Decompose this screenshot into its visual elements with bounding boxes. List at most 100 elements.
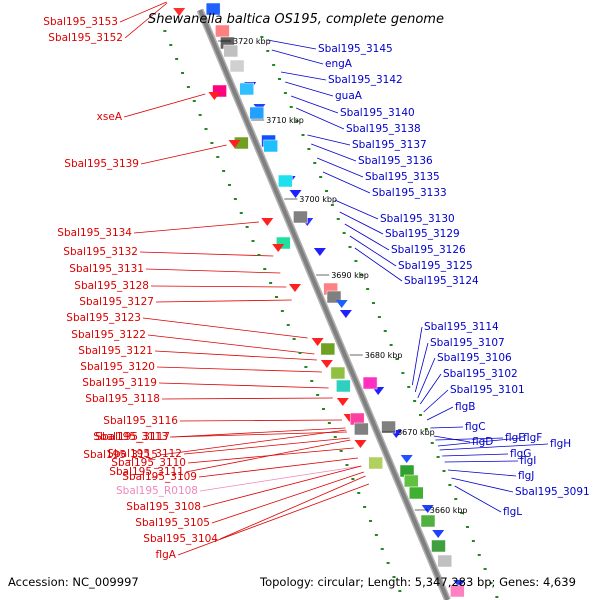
- gene-label: flgJ: [518, 470, 534, 482]
- accession-text: Accession: NC_009997: [8, 575, 139, 589]
- track-dot-right: [442, 470, 446, 472]
- track-dot-left: [275, 296, 279, 298]
- gene-arrow: [313, 248, 326, 256]
- track-dot-right: [301, 134, 305, 136]
- track-dot-left: [204, 128, 208, 130]
- kbp-label: 3690 kbp: [331, 271, 369, 280]
- leader-line: [417, 357, 436, 399]
- leader-line: [271, 49, 324, 65]
- gene-label: Sbal195_3135: [365, 171, 440, 183]
- gene-label: flgG: [510, 448, 531, 460]
- leader-line: [435, 437, 504, 441]
- gene-label: Sbal195_3132: [63, 246, 138, 258]
- track-dot-right: [495, 596, 499, 598]
- leader-line: [316, 157, 364, 178]
- gene-block: [450, 584, 465, 598]
- gene-label: Sbal195_3124: [404, 275, 479, 287]
- track-dot-left: [198, 114, 202, 116]
- gene-label: flgA: [156, 549, 177, 561]
- right-gene-labels: Sbal195_3145engASbal195_3142guaASbal195_…: [318, 43, 590, 518]
- leader-line: [285, 81, 334, 97]
- track-dot-left: [292, 338, 296, 340]
- track-dot-right: [272, 64, 276, 66]
- gene-label: flgL: [503, 506, 522, 518]
- track-dot-right: [336, 218, 340, 220]
- track-dot-right: [348, 246, 352, 248]
- gene-label: flgD: [472, 436, 493, 448]
- track-dot-right: [483, 568, 487, 570]
- leader-line: [211, 471, 364, 524]
- track-dot-left: [192, 100, 196, 102]
- leader-line: [155, 299, 292, 303]
- track-dot-right: [448, 484, 452, 486]
- leader-line: [419, 373, 442, 405]
- track-dot-left: [280, 310, 284, 312]
- track-dot-right: [389, 344, 393, 346]
- gene-label: Sbal195_3105: [135, 517, 210, 529]
- left-gene-labels: Sbal195_3153Sbal195_3152xseASbal195_3139…: [43, 16, 218, 561]
- gene-arrow: [453, 580, 466, 588]
- track-dot-left: [310, 380, 314, 382]
- leader-line: [161, 397, 333, 400]
- leader-line: [280, 71, 327, 81]
- track-dot-left: [333, 436, 337, 438]
- leader-line: [322, 171, 371, 194]
- gene-label: Sbal195_3138: [346, 123, 421, 135]
- track-dot-right: [283, 92, 287, 94]
- gene-label: Sbal195_3128: [74, 280, 149, 292]
- track-dot-left: [304, 366, 308, 368]
- gene-label: Sbal195_3122: [71, 329, 146, 341]
- leader-line: [433, 435, 471, 443]
- leader-lines: [119, 1, 549, 556]
- track-dot-right: [354, 260, 358, 262]
- track-dot-right: [424, 428, 428, 430]
- gene-arrow: [335, 300, 348, 308]
- leader-line: [185, 439, 351, 473]
- gene-label: Sbal195_3130: [380, 213, 455, 225]
- track-dot-right: [436, 456, 440, 458]
- track-dot-left: [210, 142, 214, 144]
- track-dot-left: [163, 30, 167, 32]
- gene-label: Sbal195_3120: [80, 361, 155, 373]
- gene-label: Sbal195_3118: [85, 393, 160, 405]
- gene-arrow: [320, 360, 333, 368]
- gene-label: Sbal195_3121: [78, 345, 153, 357]
- gene-block: [420, 514, 436, 528]
- track-dot-left: [351, 478, 355, 480]
- leader-line: [133, 221, 259, 234]
- gene-block: [437, 554, 453, 568]
- gene-block: [431, 539, 446, 553]
- gene-block: [408, 486, 424, 500]
- kbp-label: 3710 kbp: [266, 116, 304, 125]
- gene-label: Sbal195_3153: [43, 16, 118, 28]
- gene-label: Sbal195_3116: [103, 415, 178, 427]
- gene-label: flgF: [523, 432, 542, 444]
- leader-line: [140, 144, 227, 165]
- track-dot-left: [357, 492, 361, 494]
- gene-arrow: [208, 92, 221, 100]
- gene-block: [362, 376, 378, 390]
- leader-line: [311, 143, 357, 162]
- leader-line: [179, 419, 343, 422]
- leader-line: [290, 95, 339, 114]
- track-dot-right: [395, 358, 399, 360]
- backbone-line: [198, 9, 450, 600]
- gene-label: Sbal195_3107: [430, 337, 505, 349]
- leader-line: [219, 475, 366, 540]
- track-dot-left: [298, 352, 302, 354]
- gene-label: Sbal195_3131: [69, 263, 144, 275]
- gene-label: Sbal195_R0108: [116, 485, 198, 497]
- track-dot-left: [216, 156, 220, 158]
- gene-label: Sbal195_3152: [48, 32, 123, 44]
- track-dot-right: [278, 78, 282, 80]
- gene-label: flgI: [520, 455, 536, 467]
- gene-arrow: [261, 218, 274, 226]
- track-dot-right: [260, 36, 264, 38]
- gene-label: Sbal195_3145: [318, 43, 393, 55]
- track-dot-left: [263, 268, 267, 270]
- kbp-label: 3660 kbp: [430, 506, 468, 515]
- track-dot-left: [181, 72, 185, 74]
- leader-line: [150, 285, 287, 288]
